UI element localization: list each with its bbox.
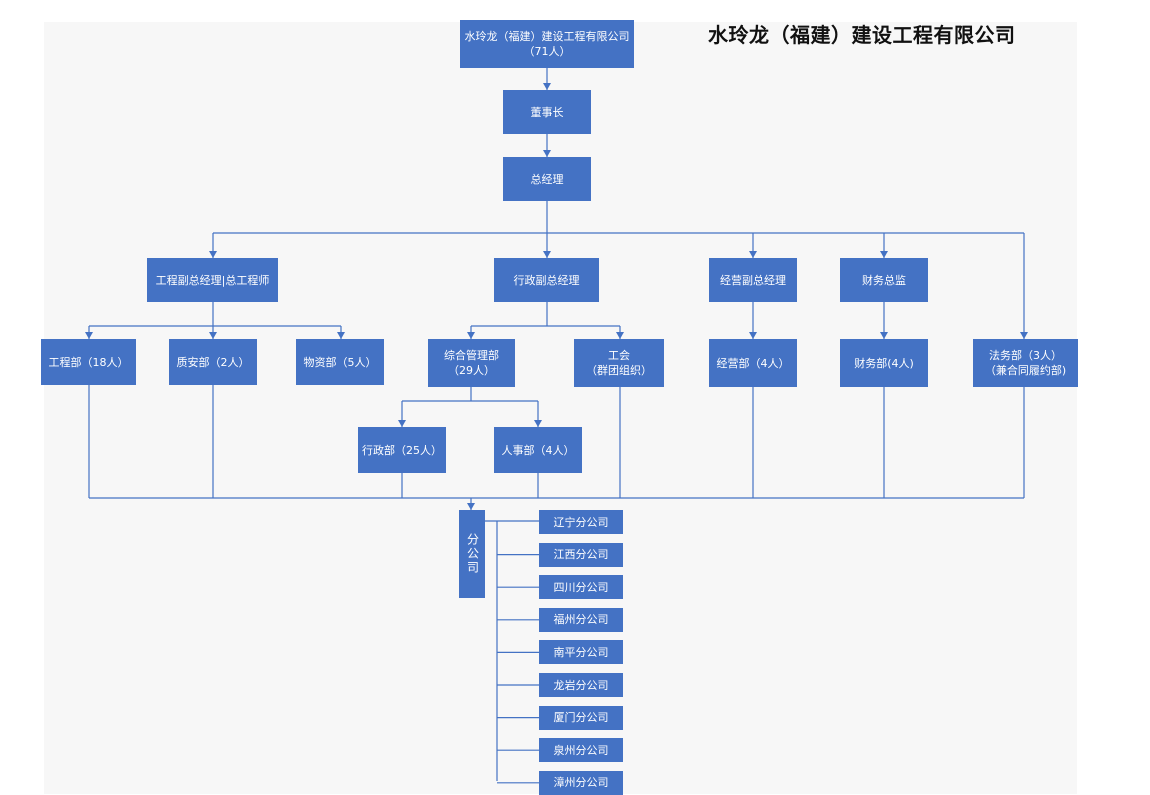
branch-item: 厦门分公司: [539, 705, 623, 730]
node-label-line: 分公司: [465, 533, 480, 575]
node-cfo: 财务总监: [840, 258, 928, 302]
arrowhead: [398, 420, 406, 427]
node-label-line: 工程副总经理|总工程师: [155, 273, 270, 287]
node-eng-vp: 工程副总经理|总工程师: [147, 258, 278, 302]
node-admin-vp: 行政副总经理: [494, 258, 599, 302]
node-label-line: （群团组织）: [586, 364, 652, 377]
node-label-line: （71人）: [523, 45, 571, 58]
arrowhead: [1020, 332, 1028, 339]
branch-item: 龙岩分公司: [539, 673, 623, 697]
chart-background: [44, 22, 1077, 794]
node-qa-dept: 质安部（2人）: [169, 339, 257, 385]
arrowhead: [209, 332, 217, 339]
node-label-line: 行政副总经理: [513, 273, 580, 287]
arrowhead: [467, 503, 475, 510]
node-company: 水玲龙（福建）建设工程有限公司 （71人）: [460, 20, 634, 68]
arrowhead: [616, 332, 624, 339]
branch-item: 四川分公司: [539, 575, 623, 600]
arrowhead: [543, 83, 551, 90]
node-label-line: （29人）: [448, 364, 495, 377]
node-branch: 分公司: [459, 510, 485, 598]
node-legal-dept: 法务部（3人） （兼合同履约部): [973, 339, 1078, 387]
branch-item: 泉州分公司: [539, 738, 623, 763]
node-label-line: 质安部（2人）: [176, 355, 250, 369]
arrowhead: [749, 332, 757, 339]
node-label-line: 总经理: [530, 172, 564, 186]
node-label-line: 财务部(4人): [854, 356, 914, 370]
branch-item: 辽宁分公司: [539, 510, 623, 534]
arrowhead: [467, 332, 475, 339]
node-chairman: 董事长: [503, 90, 591, 134]
node-hr-dept: 人事部（4人）: [494, 427, 582, 473]
node-label-line: 行政部（25人）: [362, 443, 442, 457]
node-label-line: 工会: [608, 349, 630, 362]
arrowhead: [880, 332, 888, 339]
arrowhead: [880, 251, 888, 258]
arrowhead: [534, 420, 542, 427]
node-biz-dept: 经营部（4人）: [709, 339, 797, 387]
node-label-line: （兼合同履约部): [984, 364, 1067, 377]
node-material-dept: 物资部（5人）: [296, 339, 384, 385]
branch-item: 江西分公司: [539, 542, 623, 567]
node-admin-dept: 行政部（25人）: [358, 427, 446, 473]
node-label-line: 水玲龙（福建）建设工程有限公司: [464, 30, 630, 43]
node-eng-dept: 工程部（18人）: [41, 339, 136, 385]
branch-item: 漳州分公司: [539, 770, 623, 795]
node-label-line: 法务部（3人）: [989, 349, 1062, 362]
node-label-line: 董事长: [530, 105, 564, 119]
branch-item: 福州分公司: [539, 607, 623, 632]
arrowhead: [337, 332, 345, 339]
arrowhead: [85, 332, 93, 339]
node-finance-dept: 财务部(4人): [840, 339, 928, 387]
arrowhead: [749, 251, 757, 258]
node-label-line: 物资部（5人）: [303, 355, 377, 369]
node-gm: 总经理: [503, 157, 591, 201]
page-title: 水玲龙（福建）建设工程有限公司: [708, 23, 1016, 47]
branch-item: 南平分公司: [539, 640, 623, 665]
node-label-line: 综合管理部: [444, 349, 499, 362]
node-label-line: 经营副总经理: [720, 273, 786, 287]
node-general-mgmt: 综合管理部 （29人）: [428, 339, 515, 387]
node-label-line: 财务总监: [862, 273, 906, 287]
arrowhead: [543, 150, 551, 157]
node-label-line: 经营部（4人）: [716, 356, 790, 370]
node-biz-vp: 经营副总经理: [709, 258, 797, 302]
node-union: 工会 （群团组织）: [574, 339, 664, 387]
node-label-line: 工程部（18人）: [48, 355, 129, 369]
arrowhead: [209, 251, 217, 258]
arrowhead: [543, 251, 551, 258]
node-label-line: 人事部（4人）: [501, 443, 575, 457]
